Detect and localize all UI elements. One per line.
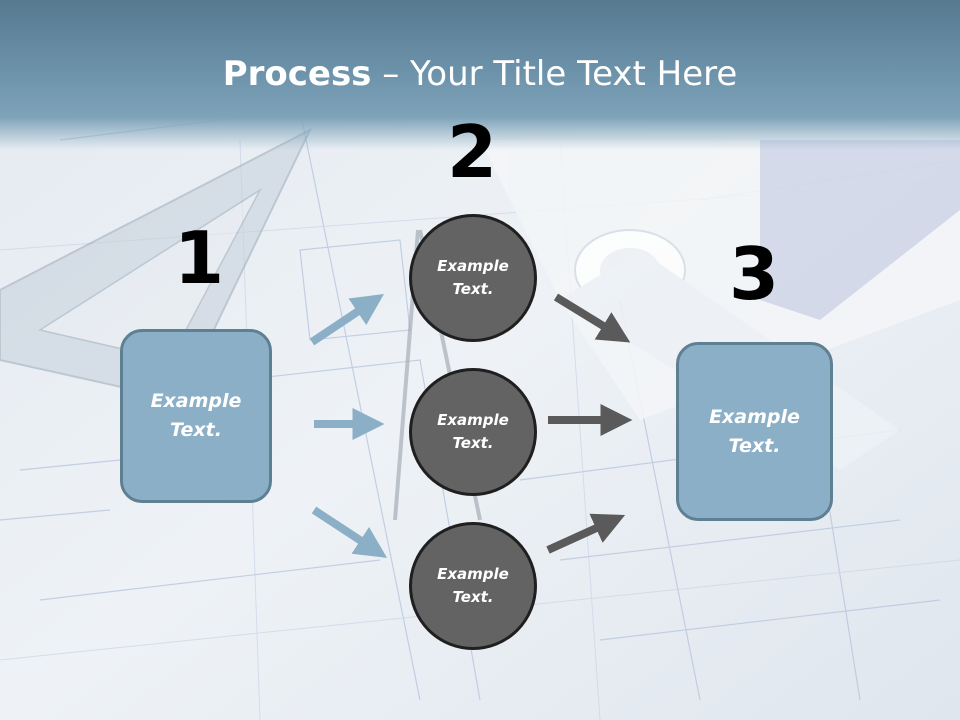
- slide-title: Process – Your Title Text Here: [0, 50, 960, 98]
- title-rest: – Your Title Text Here: [371, 54, 738, 94]
- arrow-1-to-top: [309, 294, 384, 346]
- step-2-circle-middle-text: Example Text.: [437, 411, 509, 452]
- step-2-circle-bottom-text: Example Text.: [437, 565, 509, 606]
- step-2-circle-top: Example Text.: [409, 214, 537, 342]
- title-band: [0, 0, 960, 150]
- arrow-bottom-to-3: [546, 513, 626, 554]
- step-3-number: 3: [728, 232, 780, 316]
- step-1-box: Example Text.: [120, 329, 272, 503]
- step-3-text: Example Text.: [709, 405, 800, 457]
- step-2-circle-top-text: Example Text.: [437, 257, 509, 298]
- arrow-1-to-bottom: [311, 506, 388, 558]
- title-bold-word: Process: [222, 54, 372, 94]
- step-2-circle-bottom: Example Text.: [409, 522, 537, 650]
- step-2-circle-middle: Example Text.: [409, 368, 537, 496]
- step-1-text: Example Text.: [150, 390, 242, 441]
- arrow-top-to-3: [553, 293, 631, 343]
- step-2-number: 2: [446, 110, 498, 194]
- step-3-box: Example Text.: [676, 342, 833, 521]
- step-1-number: 1: [173, 216, 225, 300]
